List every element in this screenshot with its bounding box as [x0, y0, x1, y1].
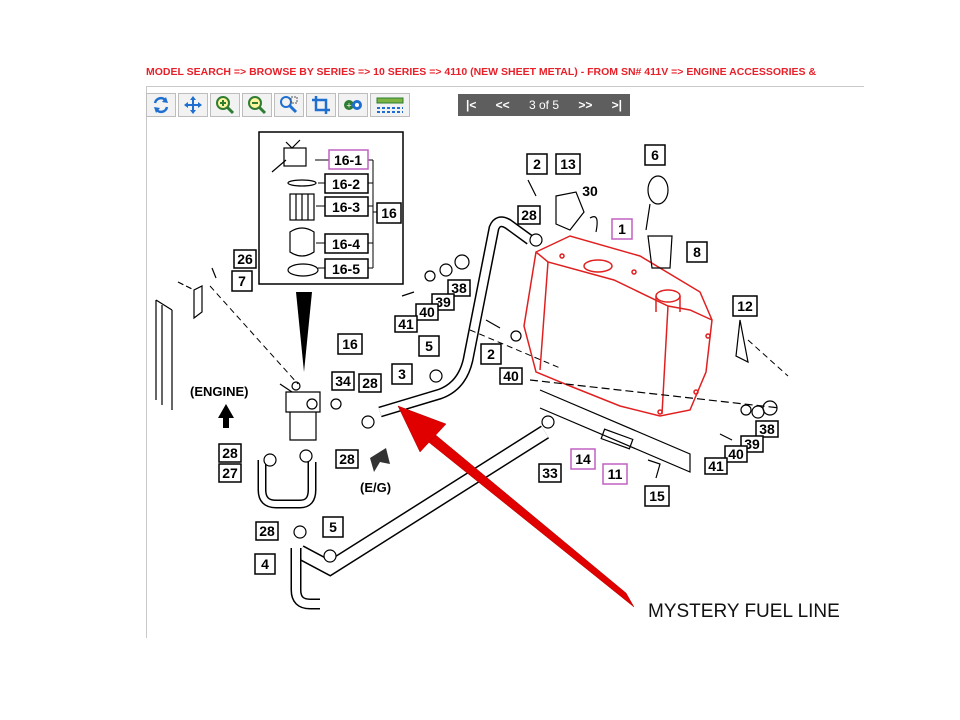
part-label-34[interactable]: 34 [335, 373, 351, 389]
part-label-15[interactable]: 15 [649, 488, 665, 504]
zoom-out-icon [248, 96, 267, 115]
part-label-38[interactable]: 38 [451, 280, 467, 296]
part-label-27[interactable]: 27 [222, 465, 238, 481]
mystery-fuel-line-arrow [397, 405, 635, 608]
next-page-button[interactable]: >> [578, 98, 593, 112]
part-label-6[interactable]: 6 [651, 147, 659, 163]
page-navigator: |< << 3 of 5 >> >| [458, 94, 630, 116]
bracket-13-drawing [527, 179, 598, 233]
crop-button[interactable] [306, 93, 336, 117]
part-label-28[interactable]: 28 [362, 375, 378, 391]
zoom-area-button[interactable] [274, 93, 304, 117]
eg-direction-arrow [370, 448, 390, 472]
zoom-out-button[interactable] [242, 93, 272, 117]
part-label-2[interactable]: 2 [487, 346, 495, 362]
part-number-labels: 1 2 2 3 4 5 5 6 7 8 11 12 13 14 15 16 16… [218, 144, 779, 575]
part-label-11[interactable]: 11 [608, 466, 623, 482]
zoom-area-icon [280, 96, 298, 114]
hardware-drawing [330, 254, 778, 479]
fuel-tank-drawing [523, 235, 713, 417]
fuel-cap-drawing [645, 175, 673, 269]
breadcrumb[interactable]: MODEL SEARCH => BROWSE BY SERIES => 10 S… [146, 66, 817, 78]
page-indicator: 3 of 5 [528, 98, 560, 112]
part-label-1[interactable]: 1 [618, 221, 626, 237]
assembly-guide-lines [209, 285, 789, 385]
hose-27 [257, 460, 317, 509]
pan-icon [184, 96, 202, 114]
viewer-left-border [146, 86, 147, 638]
prev-page-button[interactable]: << [495, 98, 510, 112]
part-label-39[interactable]: 39 [435, 294, 451, 310]
part-label-2[interactable]: 2 [533, 156, 541, 172]
settings-icon: + [344, 100, 362, 111]
part-label-33[interactable]: 33 [542, 465, 558, 481]
svg-text:+: + [346, 101, 351, 111]
part-label-40[interactable]: 40 [728, 446, 744, 462]
part-label-28[interactable]: 28 [339, 451, 355, 467]
part-label-40[interactable]: 40 [419, 304, 435, 320]
part-label-39[interactable]: 39 [744, 436, 760, 452]
mystery-fuel-line-label: MYSTERY FUEL LINE [648, 601, 840, 622]
part-label-4[interactable]: 4 [261, 556, 269, 572]
zoom-in-button[interactable] [210, 93, 240, 117]
part-label-13[interactable]: 13 [560, 156, 576, 172]
part-label-16[interactable]: 16 [381, 205, 397, 221]
filter-inset-box [258, 131, 404, 285]
hose-clamps [263, 233, 555, 563]
part-label-7[interactable]: 7 [238, 273, 246, 289]
parts-list-icon [376, 97, 404, 113]
frame-bracket-drawing [155, 267, 217, 410]
part-label-28[interactable]: 28 [259, 523, 275, 539]
part-label-14[interactable]: 14 [575, 451, 591, 467]
part-label-5[interactable]: 5 [425, 338, 433, 354]
part-label-5[interactable]: 5 [329, 519, 337, 535]
settings-button[interactable]: + [338, 93, 368, 117]
frame-rail-14 [529, 379, 781, 473]
crop-icon [312, 96, 330, 114]
part-label-41[interactable]: 41 [708, 458, 724, 474]
engine-direction-arrow [218, 404, 234, 428]
part-label-16-5[interactable]: 16-5 [332, 261, 360, 277]
filter-exploded-drawing [271, 139, 319, 277]
viewer-toolbar: + [146, 92, 412, 118]
part-label-40[interactable]: 40 [503, 368, 519, 384]
eg-label: (E/G) [360, 480, 391, 495]
zoom-in-icon [216, 96, 235, 115]
refresh-icon [153, 96, 169, 114]
refresh-button[interactable] [146, 93, 176, 117]
fuel-pipe-3 [378, 216, 534, 418]
part-label-16-2[interactable]: 16-2 [332, 176, 360, 192]
inset-pointer [296, 292, 312, 372]
pan-button[interactable] [178, 93, 208, 117]
fuel-filter-drawing [279, 381, 321, 441]
header-divider [146, 86, 864, 87]
first-page-button[interactable]: |< [466, 98, 477, 112]
engine-label: (ENGINE) [190, 384, 249, 399]
part-label-30[interactable]: 30 [582, 183, 598, 199]
parts-list-button[interactable] [370, 93, 410, 117]
part-label-8[interactable]: 8 [693, 244, 701, 260]
part-label-3[interactable]: 3 [398, 366, 406, 382]
last-page-button[interactable]: >| [611, 98, 622, 112]
part-label-28[interactable]: 28 [222, 445, 238, 461]
part-label-16-3[interactable]: 16-3 [332, 199, 360, 215]
part-label-16-4[interactable]: 16-4 [332, 236, 360, 252]
part-label-12[interactable]: 12 [737, 298, 753, 314]
part-label-28[interactable]: 28 [521, 207, 537, 223]
part-label-16-1[interactable]: 16-1 [334, 152, 362, 168]
part-label-38[interactable]: 38 [759, 421, 775, 437]
part-label-41[interactable]: 41 [398, 316, 414, 332]
part-label-26[interactable]: 26 [237, 251, 253, 267]
part-label-16[interactable]: 16 [342, 336, 358, 352]
